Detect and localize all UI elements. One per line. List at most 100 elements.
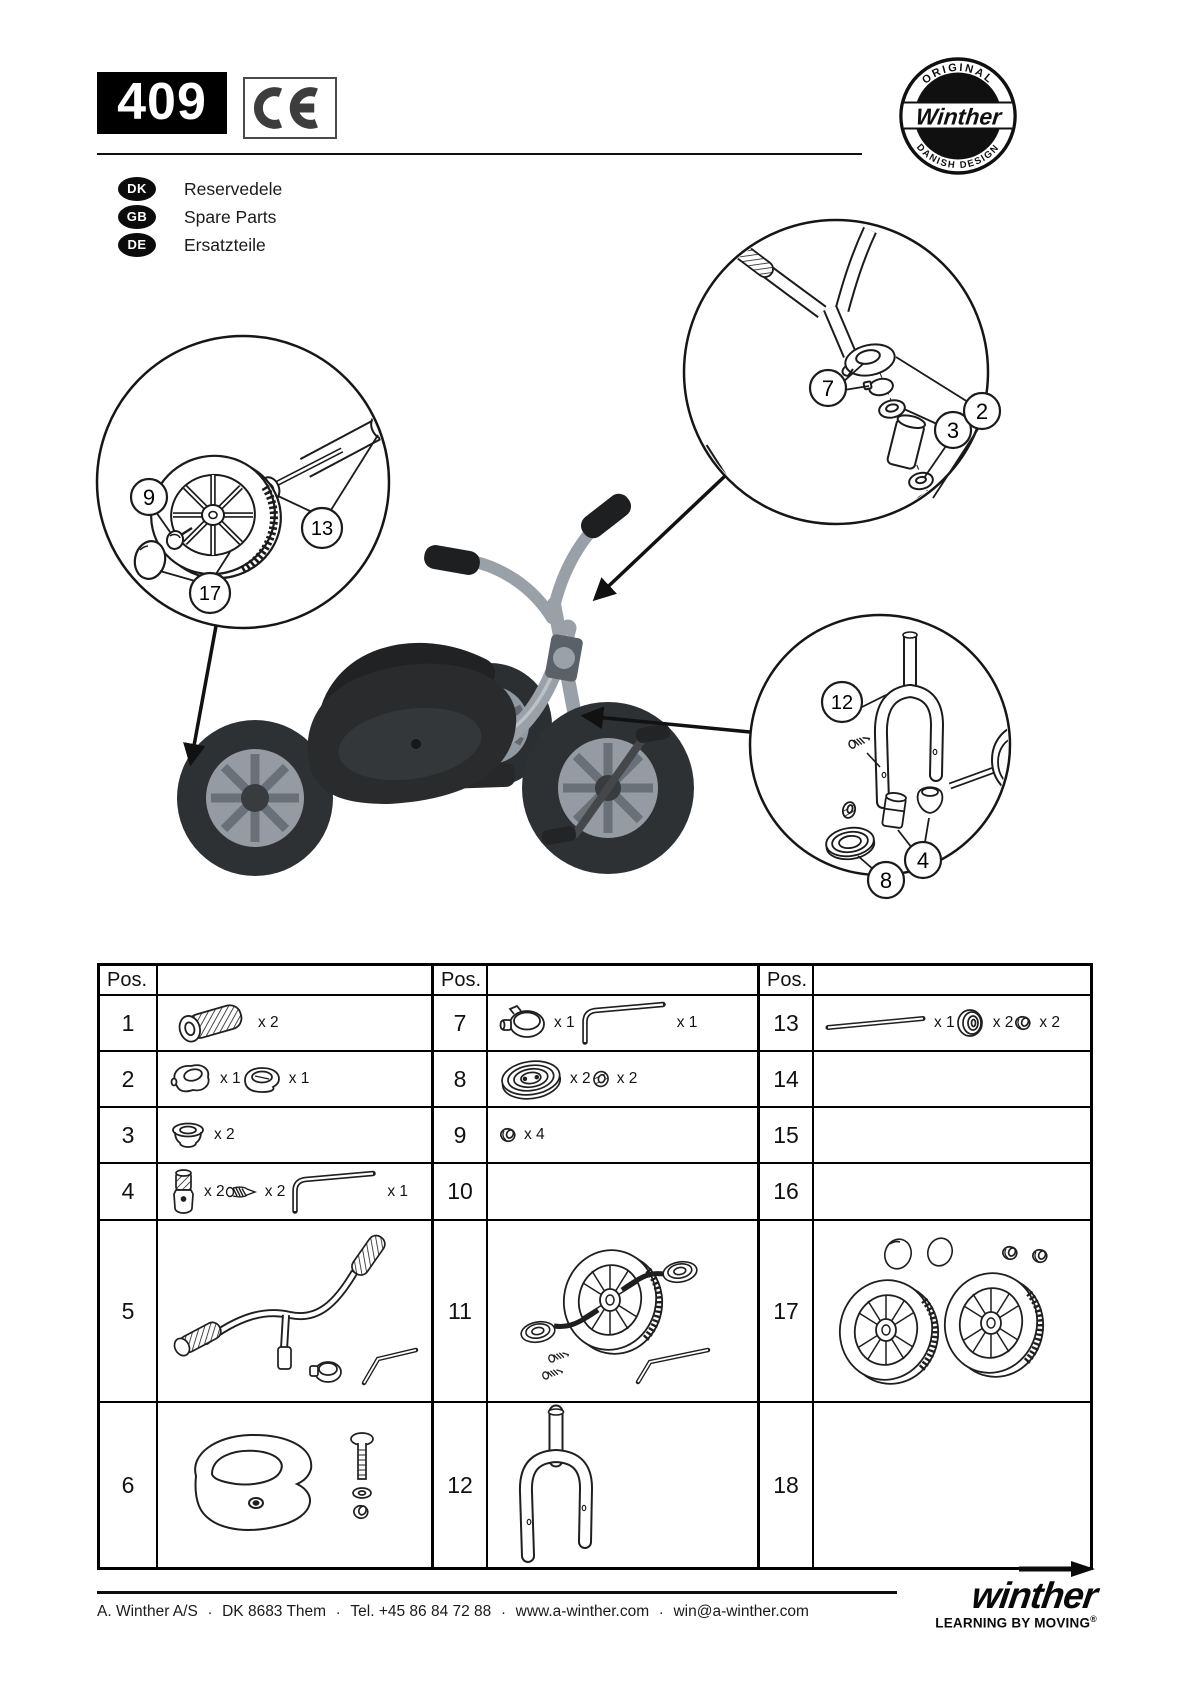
lang-row-dk: DK Reservedele <box>118 175 282 203</box>
part-icon-seat <box>168 1424 333 1546</box>
company-name: A. Winther A/S <box>97 1603 198 1620</box>
pos-number: 18 <box>760 1403 814 1567</box>
part-qty: x 4 <box>524 1126 545 1143</box>
part-qty: x 2 <box>214 1126 235 1143</box>
parts-cell: x 4 <box>488 1108 760 1164</box>
part-icon-handlebar-assembly <box>168 1229 426 1393</box>
parts-cell: x 2 x 2 <box>488 1052 760 1108</box>
parts-cell <box>158 1403 434 1567</box>
part-icon-seat-bolt-set <box>345 1429 379 1541</box>
svg-text:13: 13 <box>311 518 333 540</box>
footer-contact: A. Winther A/S · DK 8683 Them · Tel. +45… <box>97 1603 809 1621</box>
company-address: DK 8683 Them <box>222 1603 327 1620</box>
part-icon-knurled-pin <box>168 1168 198 1216</box>
callout-9: 9 <box>129 477 171 533</box>
lang-row-de: DE Ersatzteile <box>118 231 282 259</box>
part-icon-cap-nut <box>498 1126 518 1144</box>
pos-number: 8 <box>434 1052 488 1108</box>
parts-cell <box>488 1164 760 1221</box>
wheel-detail-parts <box>133 413 387 580</box>
ce-mark-icon <box>254 87 318 129</box>
pos-number: 6 <box>100 1403 158 1567</box>
fork-detail-parts <box>825 631 1008 861</box>
pos-number: 4 <box>100 1164 158 1221</box>
callout-4: 4 <box>897 817 943 880</box>
winther-tagline: LEARNING BY MOVING® <box>935 1614 1097 1631</box>
part-qty: x 2 <box>616 1070 638 1087</box>
part-qty: x 1 <box>934 1014 955 1031</box>
pos-number: 2 <box>100 1052 158 1108</box>
parts-cell: x 1 x 1 <box>488 996 760 1052</box>
company-phone: Tel. +45 86 84 72 88 <box>350 1603 492 1620</box>
part-qty: x 1 <box>288 1070 310 1087</box>
part-qty: x 1 <box>387 1182 409 1200</box>
svg-text:3: 3 <box>947 418 959 443</box>
svg-text:2: 2 <box>976 399 988 424</box>
pos-number: 5 <box>100 1221 158 1403</box>
arrow-right-icon <box>1019 1561 1095 1577</box>
lang-label-gb: Spare Parts <box>184 206 277 227</box>
hub-cap-part <box>133 540 167 580</box>
callout-17: 17 <box>159 551 232 615</box>
exploded-diagram: 9 13 17 <box>95 218 1012 900</box>
model-number-box: 409 <box>97 72 227 134</box>
part-icon-rear-wheels <box>824 1230 1062 1392</box>
badge-name: Winther <box>915 104 1005 130</box>
pos-number: 9 <box>434 1108 488 1164</box>
pos-number: 1 <box>100 996 158 1052</box>
pos-number: 13 <box>760 996 814 1052</box>
pos-number: 3 <box>100 1108 158 1164</box>
callout-2: 2 <box>895 356 1002 499</box>
part-qty: x 2 <box>570 1070 591 1087</box>
part-qty: x 2 <box>258 1014 279 1031</box>
language-list: DK Reservedele GB Spare Parts DE Ersatzt… <box>118 175 282 259</box>
winther-badge: ORIGINAL DANISH DESIGN Winther <box>899 57 1017 175</box>
lang-badge-gb: GB <box>118 205 156 229</box>
ce-mark <box>243 77 337 139</box>
parts-cell <box>158 1221 434 1403</box>
footer-rule <box>97 1591 897 1594</box>
part-icon-allen-key <box>285 1169 381 1215</box>
pos-header: Pos. <box>100 966 158 996</box>
part-qty: x 2 <box>992 1014 1014 1031</box>
part-icon-clamp-ring <box>498 1004 548 1042</box>
part-qty: x 2 <box>264 1182 286 1200</box>
part-icon-set-screw <box>225 1184 259 1200</box>
pos-number: 16 <box>760 1164 814 1221</box>
company-website[interactable]: www.a-winther.com <box>515 1603 650 1620</box>
pos-number: 14 <box>760 1052 814 1108</box>
parts-cell <box>814 1052 1090 1108</box>
parts-cell: x 2 <box>158 1108 434 1164</box>
pos-number: 11 <box>434 1221 488 1403</box>
pos-number: 17 <box>760 1221 814 1403</box>
part-icon-cup-washer <box>168 1120 208 1150</box>
svg-text:8: 8 <box>880 868 892 893</box>
part-icon-front-wheel-pedals <box>498 1230 716 1392</box>
header-rule <box>97 153 862 155</box>
pos-number: 15 <box>760 1108 814 1164</box>
part-icon-hub-bushing <box>955 1007 987 1039</box>
part-qty: x 1 <box>220 1070 241 1087</box>
part-icon-axle-rod <box>824 1014 928 1032</box>
callout-8: 8 <box>857 855 906 900</box>
pos-number: 10 <box>434 1164 488 1221</box>
part-icon-bearing-ring <box>241 1064 283 1094</box>
parts-cell: x 1 x 2 x 2 <box>814 996 1090 1052</box>
parts-header <box>158 966 434 996</box>
parts-cell <box>814 1108 1090 1164</box>
pos-number: 7 <box>434 996 488 1052</box>
company-email[interactable]: win@a-winther.com <box>673 1603 809 1620</box>
lang-label-de: Ersatzteile <box>184 234 266 255</box>
lang-row-gb: GB Spare Parts <box>118 203 282 231</box>
footer-logo: winther LEARNING BY MOVING® <box>880 1560 1100 1631</box>
part-icon-small-ring <box>591 1070 611 1088</box>
part-icon-cap-nut <box>1013 1014 1033 1032</box>
lang-label-dk: Reservedele <box>184 178 283 199</box>
part-icon-pedal <box>498 1055 564 1103</box>
svg-text:4: 4 <box>917 848 929 873</box>
callout-12: 12 <box>820 680 887 724</box>
winther-wordmark: winther <box>969 1575 1100 1616</box>
